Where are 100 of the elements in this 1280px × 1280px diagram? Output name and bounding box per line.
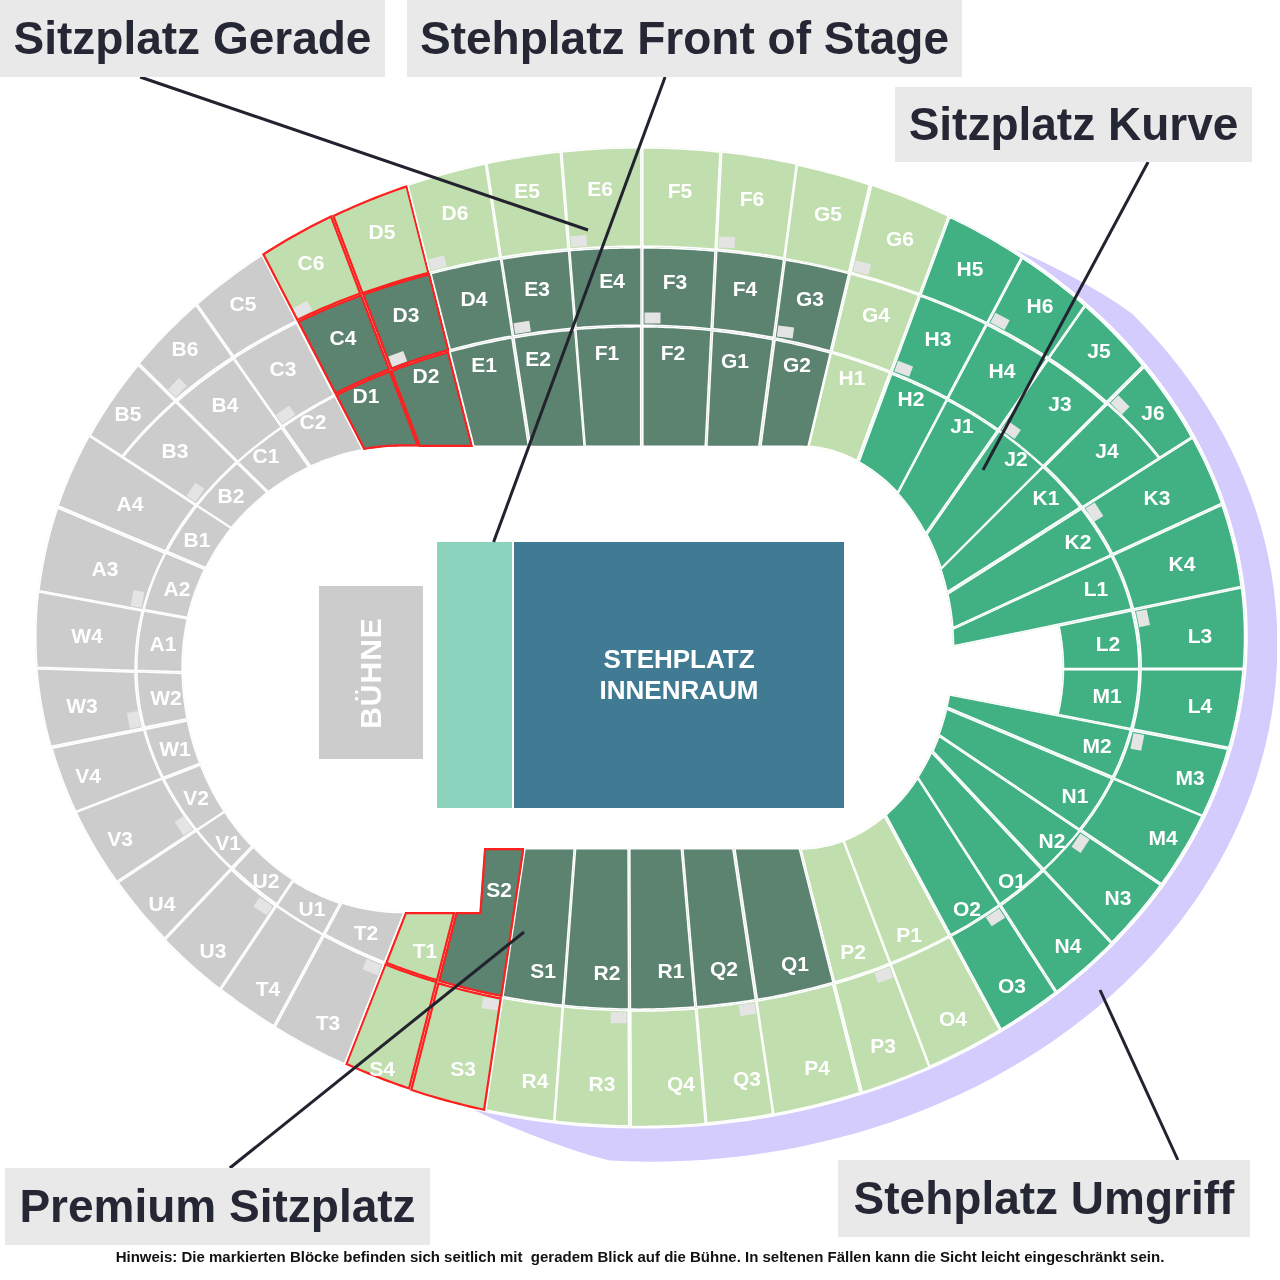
block-label: D2 <box>412 364 440 386</box>
block-label: K2 <box>1064 530 1092 552</box>
seating-block <box>429 258 513 352</box>
block-label: N2 <box>1038 829 1066 851</box>
block-label: O4 <box>939 1007 967 1029</box>
block-label: K1 <box>1032 486 1060 508</box>
block-label: G6 <box>886 227 914 249</box>
block-label: O1 <box>998 869 1026 891</box>
leader-line <box>1098 989 1180 1161</box>
block-label: L2 <box>1095 632 1121 654</box>
block-label: E2 <box>525 347 551 369</box>
block-label: D5 <box>368 220 396 242</box>
seating-block <box>484 997 564 1123</box>
block-label: H1 <box>838 366 866 388</box>
block-label: S2 <box>486 878 512 900</box>
seating-block <box>1057 669 1140 730</box>
block-label: M4 <box>1148 826 1178 848</box>
block-label: Q3 <box>733 1067 761 1089</box>
block-label: D3 <box>392 303 420 325</box>
seating-block <box>554 1006 631 1127</box>
block-label: S1 <box>530 959 556 981</box>
block-label: T1 <box>412 939 438 961</box>
leader-line <box>981 161 1150 471</box>
footnote-text: Hinweis: Die markierten Blöcke befinden sich seitlich mit geradem Blick auf die Bühne. In seltenen Fällen kann die Sicht leicht eingeschränkt sein. <box>115 1248 1165 1266</box>
seating-block <box>642 326 712 447</box>
block-label: J4 <box>1095 439 1119 461</box>
seating-block <box>409 981 502 1111</box>
standing-floor-area <box>514 542 844 808</box>
block-label: E6 <box>587 177 613 199</box>
block-label: O2 <box>953 897 981 919</box>
seating-block <box>706 329 774 447</box>
front-of-stage-area <box>437 542 512 808</box>
seating-block <box>629 848 696 1010</box>
block-label: R4 <box>521 1069 549 1091</box>
block-label: P3 <box>870 1034 896 1056</box>
block-label: F2 <box>660 341 686 363</box>
seating-block <box>808 352 891 462</box>
seating-block <box>1058 609 1140 669</box>
block-label: K3 <box>1143 486 1171 508</box>
block-label: L1 <box>1083 577 1109 599</box>
block-label: L3 <box>1187 624 1213 646</box>
seating-block <box>629 1007 706 1127</box>
leader-line <box>228 930 525 1170</box>
block-label: J1 <box>950 414 974 436</box>
callout-label: Sitzplatz Kurve <box>895 87 1252 162</box>
block-label: C6 <box>297 251 325 273</box>
block-label: H6 <box>1026 294 1054 316</box>
seating-block <box>849 184 949 295</box>
seating-block <box>682 848 757 1008</box>
block-label: J2 <box>1004 447 1028 469</box>
seating-block <box>830 273 920 373</box>
block-label: Q1 <box>781 952 809 974</box>
block-label: N3 <box>1104 886 1132 908</box>
seating-block <box>136 671 189 729</box>
block-label: J3 <box>1048 392 1072 414</box>
block-label: K4 <box>1168 552 1196 574</box>
block-label: O3 <box>998 974 1026 996</box>
block-label: F1 <box>594 341 620 363</box>
block-label: M3 <box>1175 766 1205 788</box>
seating-block <box>331 184 430 295</box>
seating-block <box>784 163 871 274</box>
seating-block <box>919 215 1022 324</box>
block-label: C4 <box>329 326 357 348</box>
block-label: G1 <box>721 349 749 371</box>
seating-block <box>1131 669 1244 749</box>
block-label: Q4 <box>667 1072 695 1094</box>
seating-block <box>695 1000 774 1125</box>
block-label: G4 <box>862 303 890 325</box>
callout-label: Premium Sitzplatz <box>5 1168 430 1245</box>
block-label: J6 <box>1141 401 1165 423</box>
seating-block <box>642 147 721 251</box>
leader-line <box>492 76 667 543</box>
block-label: H5 <box>956 257 984 279</box>
seating-block <box>715 151 798 260</box>
block-label: F3 <box>662 270 688 292</box>
seating-block <box>759 338 831 448</box>
area-label: STEHPLATZ INNENRAUM <box>598 644 760 706</box>
callout-label: Stehplatz Front of Stage <box>407 0 962 77</box>
seating-block <box>35 591 144 672</box>
block-label: D4 <box>460 287 488 309</box>
seating-block <box>642 247 716 330</box>
block-label: P4 <box>804 1056 830 1078</box>
block-label: D6 <box>441 201 469 223</box>
seating-block <box>843 814 951 964</box>
block-label: H4 <box>988 359 1016 381</box>
block-label: P2 <box>840 940 866 962</box>
block-label: E1 <box>471 353 497 375</box>
block-label: G5 <box>814 202 842 224</box>
block-label: M2 <box>1082 734 1112 756</box>
seating-block <box>486 151 570 259</box>
callout-label: Sitzplatz Gerade <box>0 0 385 77</box>
block-label: L4 <box>1187 694 1213 716</box>
block-label: Q2 <box>710 957 738 979</box>
seating-block <box>947 507 1112 629</box>
block-label: G3 <box>796 287 824 309</box>
callout-label: Stehplatz Umgriff <box>838 1160 1250 1237</box>
seating-block <box>1132 587 1245 669</box>
stage-block <box>319 586 423 759</box>
seating-block <box>938 707 1114 830</box>
block-label: D1 <box>352 384 380 406</box>
